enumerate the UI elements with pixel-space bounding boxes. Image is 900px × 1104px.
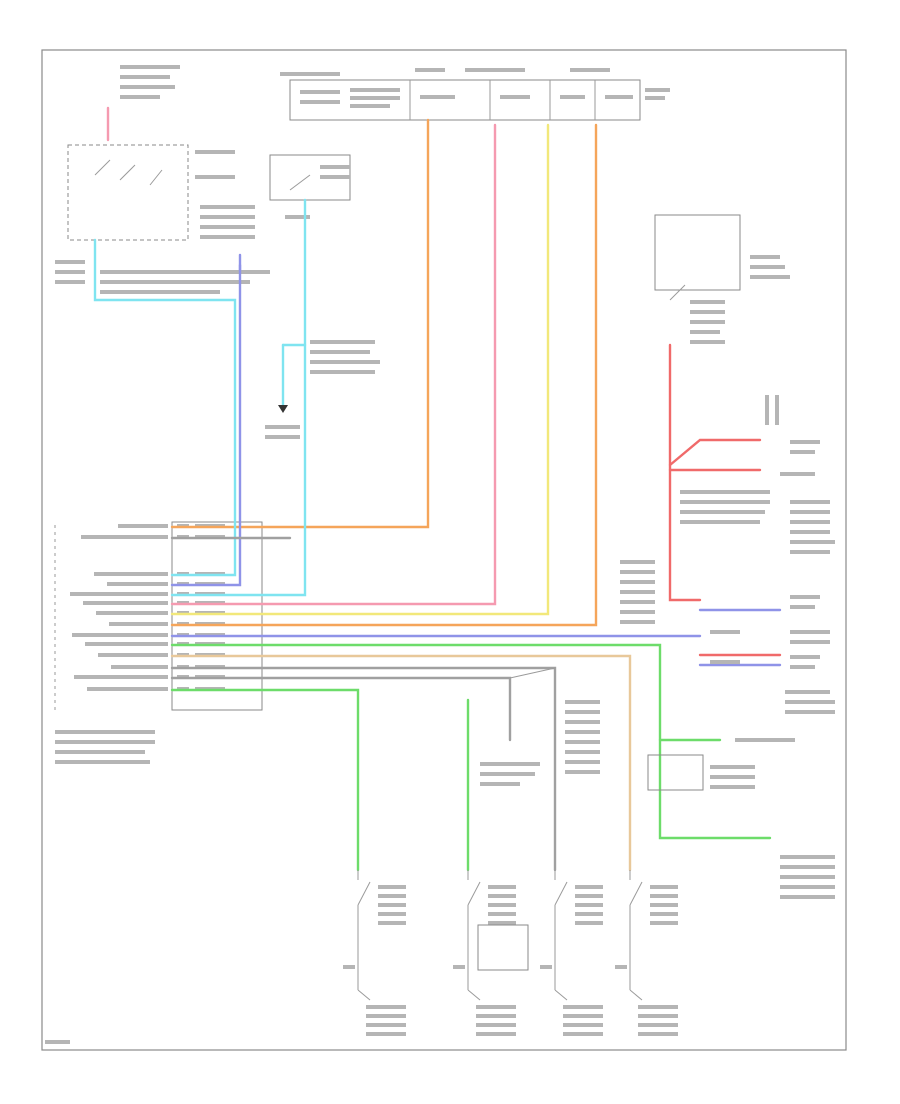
pin-label — [94, 572, 168, 576]
pin-label — [72, 633, 168, 637]
pin-label — [96, 611, 168, 615]
bottom-switch — [540, 870, 603, 1036]
pin-label — [74, 675, 168, 679]
footer-ref — [45, 1040, 70, 1044]
bottom-switch — [343, 870, 406, 1036]
left-ground — [265, 340, 380, 439]
control-module-connector — [54, 521, 263, 711]
pin-label — [81, 535, 168, 539]
pin-label — [83, 601, 168, 605]
pin-label — [107, 582, 168, 586]
pin-label — [70, 592, 168, 596]
pin-label — [85, 642, 168, 646]
bottom-switch — [615, 870, 678, 1036]
ignition-switch — [55, 65, 270, 294]
center-labels — [55, 700, 600, 786]
pin-label — [111, 665, 168, 669]
pin-label — [118, 524, 168, 528]
fuse-block — [280, 68, 670, 121]
brake-switch — [269, 154, 351, 219]
module-box — [477, 924, 529, 971]
compressor-relay — [647, 738, 835, 899]
pin-label — [87, 687, 168, 691]
left-pin-labels — [70, 524, 168, 691]
right-top-switch — [654, 214, 790, 344]
wires — [93, 118, 782, 872]
pin-label — [109, 622, 168, 626]
diagram-frame — [41, 49, 847, 1051]
bottom-switch — [453, 870, 516, 1036]
pin-label — [98, 653, 168, 657]
bottom-switches — [343, 870, 678, 1036]
right-side-labels — [620, 395, 835, 714]
